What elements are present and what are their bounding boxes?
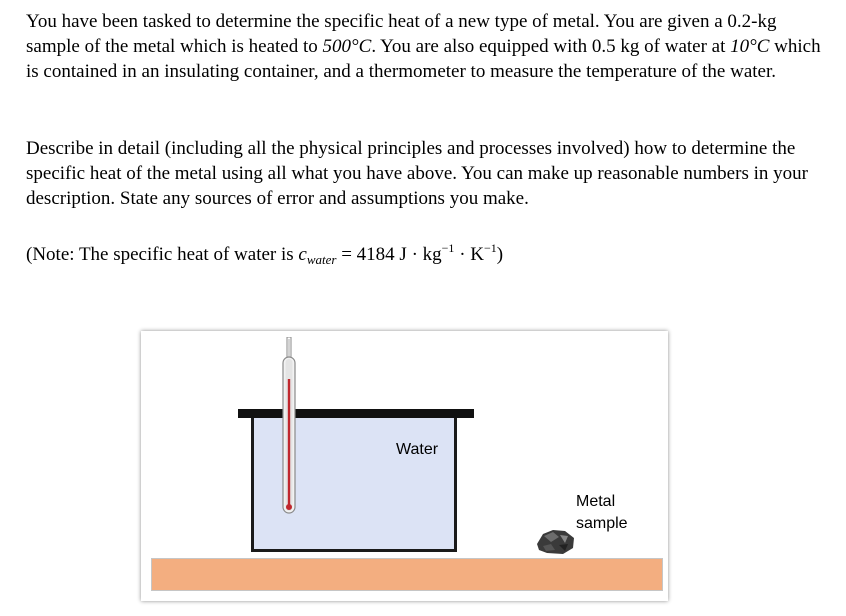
metal-label-line: Metal (576, 493, 616, 510)
symbol-c: c (298, 244, 307, 265)
metal-sample-icon (537, 530, 574, 554)
water-label: Water (396, 441, 439, 458)
exponent: −1 (484, 241, 497, 255)
metal-sample-label: Metal sample (576, 491, 628, 535)
exponent: −1 (441, 241, 455, 255)
note-text: (Note: The specific heat of water is (26, 244, 299, 265)
problem-text: . You are also equipped with 0.5 kg of w… (371, 36, 731, 57)
specific-heat-note: (Note: The specific heat of water is cwa… (26, 236, 826, 272)
note-text: ) (496, 244, 504, 265)
experiment-figure: Water Metal sample (141, 331, 668, 601)
note-unit: · K (454, 244, 484, 265)
bench (151, 558, 663, 591)
problem-paragraph-1: You have been tasked to determine the sp… (26, 9, 826, 84)
note-value: = 4184 J · kg (336, 244, 442, 265)
metal-label-line: sample (576, 515, 628, 532)
water-temperature: 10°C (730, 36, 770, 57)
problem-paragraph-2: Describe in detail (including all the ph… (26, 138, 808, 209)
problem-text: You have been tasked to determine the sp… (26, 11, 777, 57)
metal-temperature: 500°C (322, 36, 372, 57)
thermometer-icon (282, 337, 296, 514)
symbol-subscript: water (306, 252, 337, 267)
container-lid (238, 409, 474, 418)
problem-text: which is contained in an insulating cont… (26, 36, 821, 82)
